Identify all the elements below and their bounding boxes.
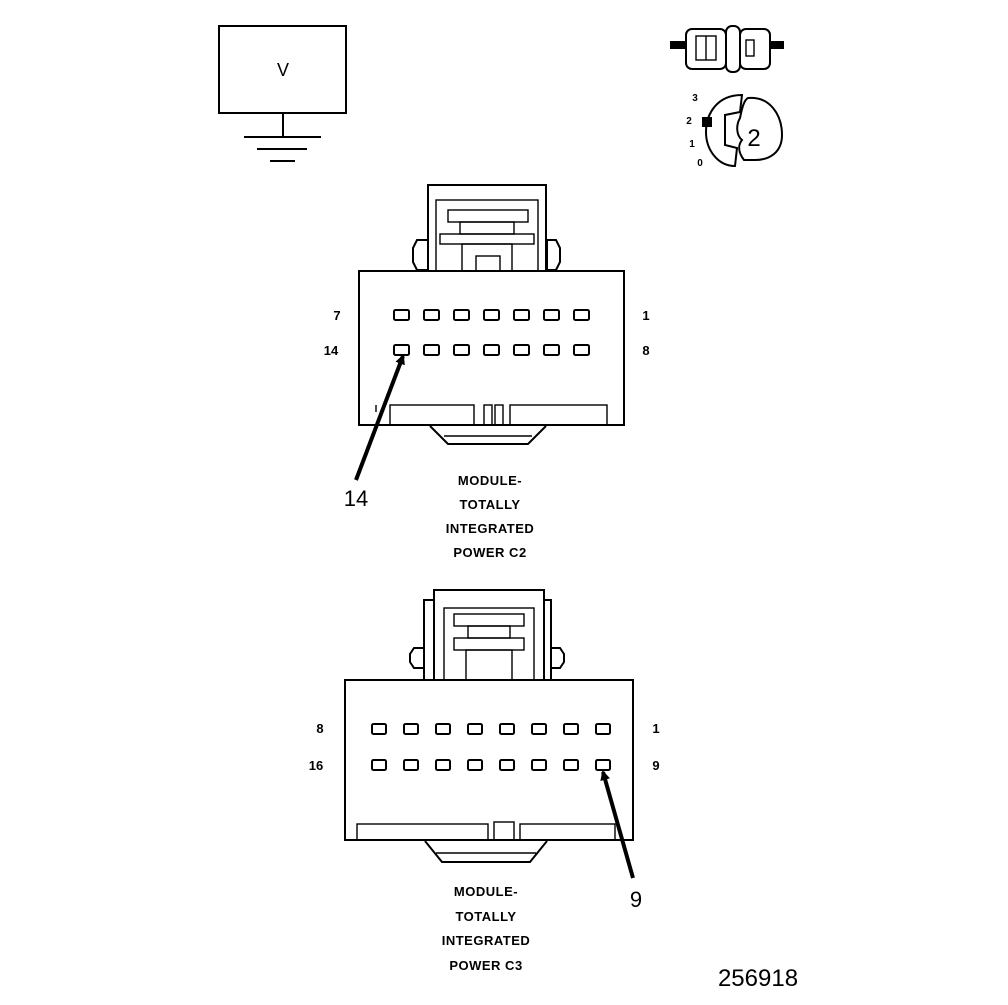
svg-text:INTEGRATED: INTEGRATED <box>442 933 531 948</box>
c2-pin-cavity <box>453 309 470 321</box>
c3-pin-cavity <box>595 723 611 735</box>
c3-pin-cavity <box>467 759 483 771</box>
c3-pin-cavity <box>435 759 451 771</box>
c2-pin-cavity <box>483 309 500 321</box>
c3-pin-cavity <box>531 723 547 735</box>
c2-pin-cavity <box>543 309 560 321</box>
c2-pin-label-7: 7 <box>333 308 340 323</box>
connector-c3: 8 1 16 9 9 MODULE- TOTALLY INTEGRATED PO… <box>309 589 660 973</box>
c3-pin-cavity <box>435 723 451 735</box>
c2-pin-cavity <box>513 309 530 321</box>
voltmeter-icon: V <box>218 25 347 162</box>
c3-pin-label-8: 8 <box>316 721 323 736</box>
c2-pin-cavity <box>453 344 470 356</box>
c2-callout-label: 14 <box>344 486 368 511</box>
switch-scale-2: 2 <box>686 116 692 127</box>
svg-text:MODULE-: MODULE- <box>458 473 522 488</box>
c3-pin-cavity <box>371 723 387 735</box>
switch-scale-0: 0 <box>697 158 703 169</box>
c3-pin-label-1: 1 <box>652 721 659 736</box>
connector-c2: 7 1 14 8 14 MODULE- TOTALLY INTEGRATED P… <box>324 184 650 560</box>
connector-c2-bottom-rail <box>375 404 608 445</box>
svg-text:POWER C3: POWER C3 <box>449 958 522 973</box>
ignition-dial-icon: 2 3 2 1 0 <box>686 93 784 169</box>
switch-scale-1: 1 <box>689 139 695 150</box>
svg-text:TOTALLY: TOTALLY <box>459 497 520 512</box>
c2-pin-cavity <box>423 309 440 321</box>
c2-pin-cavity <box>573 344 590 356</box>
c3-pin-cavity <box>499 759 515 771</box>
c3-pin-cavity <box>403 759 419 771</box>
connector-c2-caption: MODULE- TOTALLY INTEGRATED POWER C2 <box>446 473 535 560</box>
connector-c3-body <box>344 679 634 841</box>
connector-c3-latch <box>409 589 565 681</box>
c3-callout-arrow <box>600 770 635 879</box>
meter-box <box>218 25 347 114</box>
c3-pin-cavity <box>563 759 579 771</box>
c2-pin-label-1: 1 <box>642 308 649 323</box>
svg-text:TOTALLY: TOTALLY <box>455 909 516 924</box>
c2-pin-cavity <box>393 344 410 356</box>
key-connector-icon <box>670 25 784 73</box>
connector-c2-latch <box>412 184 561 272</box>
meter-label: V <box>277 60 289 80</box>
c3-pin-cavity <box>371 759 387 771</box>
c3-pin-cavity <box>467 723 483 735</box>
c2-pin-cavity <box>483 344 500 356</box>
c3-pin-cavity <box>563 723 579 735</box>
c3-callout-label: 9 <box>630 887 642 912</box>
svg-text:POWER C2: POWER C2 <box>453 545 526 560</box>
svg-text:MODULE-: MODULE- <box>454 884 518 899</box>
switch-scale-3: 3 <box>692 93 698 104</box>
c3-pin-cavity <box>595 759 611 771</box>
connector-c2-pin-row-bottom <box>393 344 590 356</box>
connector-c3-caption: MODULE- TOTALLY INTEGRATED POWER C3 <box>442 884 531 973</box>
figure-number: 256918 <box>718 965 798 992</box>
c2-pin-cavity <box>423 344 440 356</box>
c2-pin-label-14: 14 <box>324 343 339 358</box>
connector-c3-pin-row-top <box>371 723 611 735</box>
svg-text:INTEGRATED: INTEGRATED <box>446 521 535 536</box>
ground-icon <box>244 136 321 162</box>
connector-c3-pin-row-bottom <box>371 759 611 771</box>
c3-pin-cavity <box>403 723 419 735</box>
c3-pin-cavity <box>499 723 515 735</box>
c2-pin-label-8: 8 <box>642 343 649 358</box>
c3-pin-label-16: 16 <box>309 758 323 773</box>
connector-c2-pin-row-top <box>393 309 590 321</box>
c2-pin-cavity <box>513 344 530 356</box>
c2-callout-arrow <box>354 354 405 481</box>
c3-pin-cavity <box>531 759 547 771</box>
switch-position-label: 2 <box>747 125 760 152</box>
c3-pin-label-9: 9 <box>652 758 659 773</box>
connector-c3-bottom-rail <box>356 821 616 863</box>
c2-pin-cavity <box>393 309 410 321</box>
c2-pin-cavity <box>573 309 590 321</box>
c2-pin-cavity <box>543 344 560 356</box>
ignition-switch-icon: 2 3 2 1 0 <box>670 25 784 169</box>
